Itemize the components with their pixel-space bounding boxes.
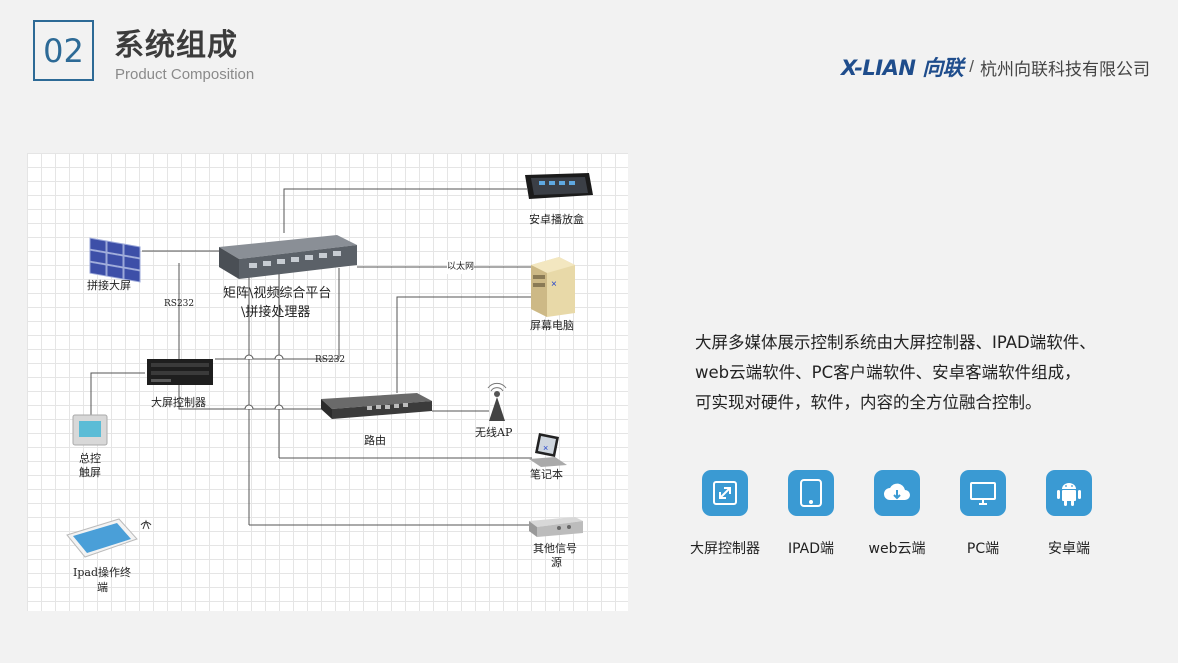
label-big-controller: 大屏控制器 — [151, 396, 206, 409]
label-android-box: 安卓播放盒 — [529, 213, 584, 226]
feature-label: PC端 — [966, 541, 1000, 557]
label-matrix-line2: \拼接处理器 — [241, 305, 311, 320]
svg-text:×: × — [543, 443, 548, 453]
page-title: 系统组成 — [114, 28, 238, 63]
system-description: 大屏多媒体展示控制系统由大屏控制器、IPAD端软件、 web云端软件、PC客户端… — [695, 328, 1135, 418]
label-ethernet: 以太网 — [447, 260, 475, 274]
router-device — [321, 393, 432, 419]
line-crossings — [244, 354, 284, 410]
feature-label: IPAD端 — [787, 541, 835, 557]
feature-android[interactable]: 安卓端 — [1024, 470, 1114, 558]
feature-pc[interactable]: PC端 — [938, 470, 1028, 558]
big-controller-device — [147, 359, 213, 385]
screen-pc-device: × — [531, 257, 575, 317]
label-splice-screen: 拼接大屏 — [87, 279, 131, 292]
label-other-line2: 源 — [551, 556, 562, 569]
feature-web[interactable]: web云端 — [852, 470, 942, 558]
cloud-download-icon — [874, 470, 920, 516]
svg-text:×: × — [551, 279, 557, 290]
description-line-2: web云端软件、PC客户端软件、安卓客端软件组成， — [695, 363, 1081, 382]
label-matrix-line1: 矩阵\视频综合平台 — [223, 286, 332, 301]
feature-label: 安卓端 — [1048, 541, 1090, 557]
label-other-line1: 其他信号 — [533, 542, 577, 555]
brand-separator: / — [969, 57, 974, 76]
tablet-icon — [788, 470, 834, 516]
monitor-icon — [960, 470, 1006, 516]
label-touch-line2: 触屏 — [79, 466, 101, 479]
label-rs232-lower: RS232 — [315, 355, 346, 365]
section-number: 02 — [33, 20, 94, 81]
feature-label: web云端 — [868, 541, 926, 557]
page-subtitle: Product Composition — [115, 66, 255, 83]
description-line-3: 可实现对硬件，软件，内容的全方位融合控制。 — [695, 393, 1042, 412]
feature-big-controller[interactable]: 大屏控制器 — [680, 470, 770, 558]
label-rs232-upper: RS232 — [164, 299, 195, 309]
label-ipad-line1: Ipad操作终 — [73, 566, 131, 579]
label-router: 路由 — [364, 434, 386, 447]
connection-lines — [90, 188, 532, 526]
android-icon — [1046, 470, 1092, 516]
brand-logo: X-LIAN 向联 — [841, 56, 964, 80]
label-laptop: 笔记本 — [530, 468, 563, 481]
feature-ipad[interactable]: IPAD端 — [766, 470, 856, 558]
diagram-canvas: × × — [66, 173, 593, 558]
android-box-device — [525, 173, 593, 199]
expand-arrows-icon — [702, 470, 748, 516]
label-ipad-line2: 端 — [97, 581, 108, 594]
touch-panel-device — [72, 414, 108, 446]
label-screen-pc: 屏幕电脑 — [530, 319, 574, 332]
label-wireless-ap: 无线AP — [475, 426, 513, 439]
feature-label: 大屏控制器 — [690, 541, 760, 557]
brand: X-LIAN 向联 / 杭州向联科技有限公司 — [841, 52, 1150, 82]
other-signal-device — [529, 517, 583, 537]
company-name: 杭州向联科技有限公司 — [980, 59, 1150, 80]
ipad-device — [66, 518, 152, 558]
splice-screen-device — [89, 237, 141, 283]
system-diagram: × × — [27, 153, 628, 611]
feature-list: 大屏控制器 IPAD端 web云端 PC端 — [680, 470, 1140, 570]
laptop-device: × — [529, 433, 567, 467]
matrix-processor-device — [219, 235, 357, 279]
label-touch-line1: 总控 — [79, 452, 101, 465]
wireless-ap-device — [487, 382, 507, 421]
description-line-1: 大屏多媒体展示控制系统由大屏控制器、IPAD端软件、 — [695, 333, 1096, 352]
